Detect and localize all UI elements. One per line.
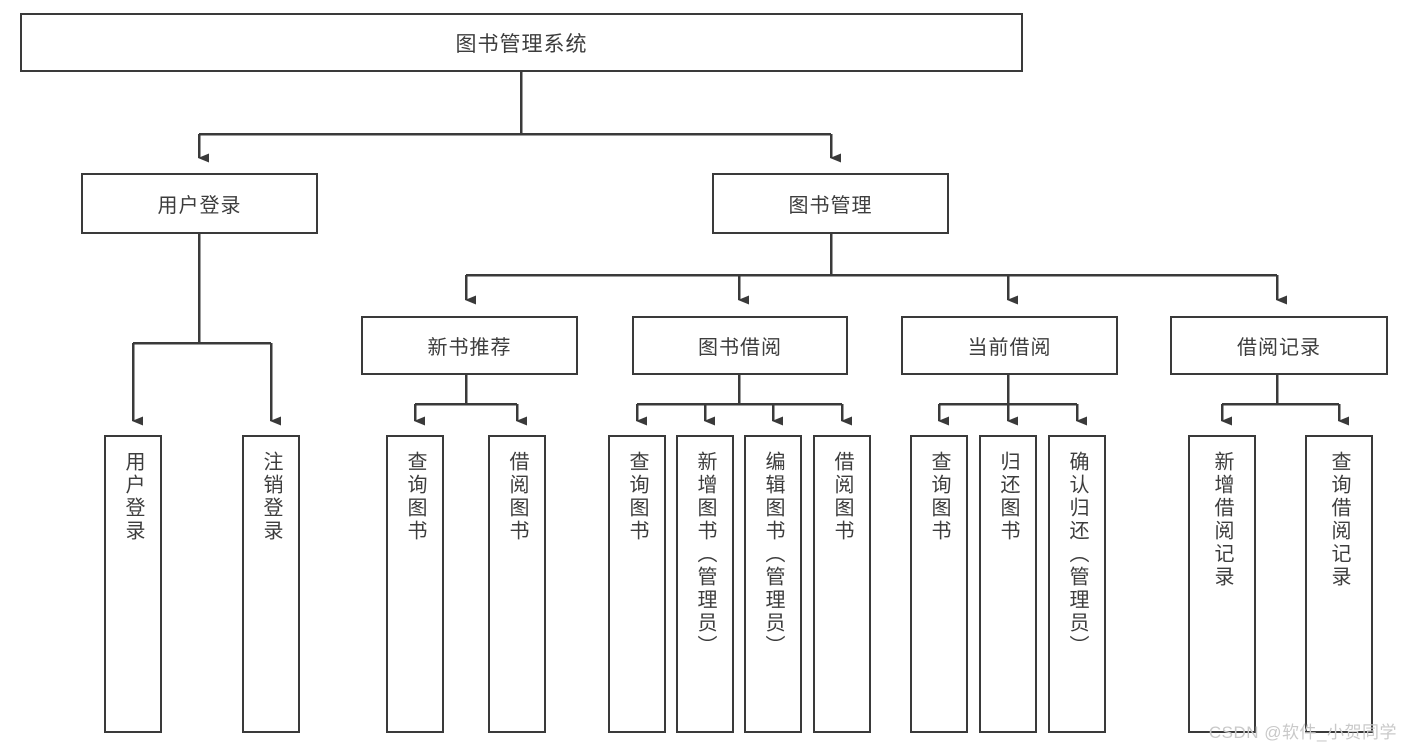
node-leaf-cb-confirm-return[interactable]: 确认归还（管理员） <box>1048 435 1106 733</box>
node-leaf-bb-borrow-book-label: 借阅图书 <box>831 451 853 543</box>
node-leaf-cb-return-book[interactable]: 归还图书 <box>979 435 1037 733</box>
node-leaf-bb-borrow-book[interactable]: 借阅图书 <box>813 435 871 733</box>
node-borrow-record-label: 借阅记录 <box>1237 337 1321 359</box>
node-leaf-user-login-label: 用户登录 <box>122 451 144 543</box>
node-leaf-br-add-record-label: 新增借阅记录 <box>1211 451 1233 589</box>
node-leaf-bb-edit-book-label: 编辑图书（管理员） <box>762 451 784 658</box>
node-book-manage[interactable]: 图书管理 <box>712 173 949 234</box>
node-new-book-rec[interactable]: 新书推荐 <box>361 316 578 375</box>
node-leaf-bb-add-book-label: 新增图书（管理员） <box>694 451 716 658</box>
node-leaf-cb-confirm-return-label: 确认归还（管理员） <box>1066 451 1088 658</box>
node-leaf-bb-edit-book[interactable]: 编辑图书（管理员） <box>744 435 802 733</box>
node-leaf-br-query-record-label: 查询借阅记录 <box>1328 451 1350 589</box>
node-leaf-br-query-record[interactable]: 查询借阅记录 <box>1305 435 1373 733</box>
csdn-watermark: CSDN @软件_小贺同学 <box>1208 723 1397 742</box>
node-root[interactable]: 图书管理系统 <box>20 13 1023 72</box>
node-leaf-br-add-record[interactable]: 新增借阅记录 <box>1188 435 1256 733</box>
node-user-login-label: 用户登录 <box>157 195 242 217</box>
node-leaf-cb-query-book-label: 查询图书 <box>928 451 950 543</box>
node-leaf-bb-query-book[interactable]: 查询图书 <box>608 435 666 733</box>
node-leaf-rec-query-book-label: 查询图书 <box>404 451 426 543</box>
node-leaf-logout-label: 注销登录 <box>260 451 282 543</box>
node-user-login[interactable]: 用户登录 <box>81 173 318 234</box>
node-leaf-user-login[interactable]: 用户登录 <box>104 435 162 733</box>
node-leaf-rec-borrow-book[interactable]: 借阅图书 <box>488 435 546 733</box>
node-book-manage-label: 图书管理 <box>788 195 873 217</box>
node-book-borrow[interactable]: 图书借阅 <box>632 316 848 375</box>
node-leaf-cb-return-book-label: 归还图书 <box>997 451 1019 543</box>
node-borrow-record[interactable]: 借阅记录 <box>1170 316 1388 375</box>
node-book-borrow-label: 图书借阅 <box>698 337 782 359</box>
node-current-borrow[interactable]: 当前借阅 <box>901 316 1118 375</box>
node-leaf-logout[interactable]: 注销登录 <box>242 435 300 733</box>
node-leaf-cb-query-book[interactable]: 查询图书 <box>910 435 968 733</box>
node-root-label: 图书管理系统 <box>455 32 588 56</box>
node-new-book-rec-label: 新书推荐 <box>427 337 512 359</box>
node-leaf-bb-query-book-label: 查询图书 <box>626 451 648 543</box>
node-leaf-rec-borrow-book-label: 借阅图书 <box>506 451 528 543</box>
node-current-borrow-label: 当前借阅 <box>967 337 1052 359</box>
node-leaf-rec-query-book[interactable]: 查询图书 <box>386 435 444 733</box>
node-leaf-bb-add-book[interactable]: 新增图书（管理员） <box>676 435 734 733</box>
